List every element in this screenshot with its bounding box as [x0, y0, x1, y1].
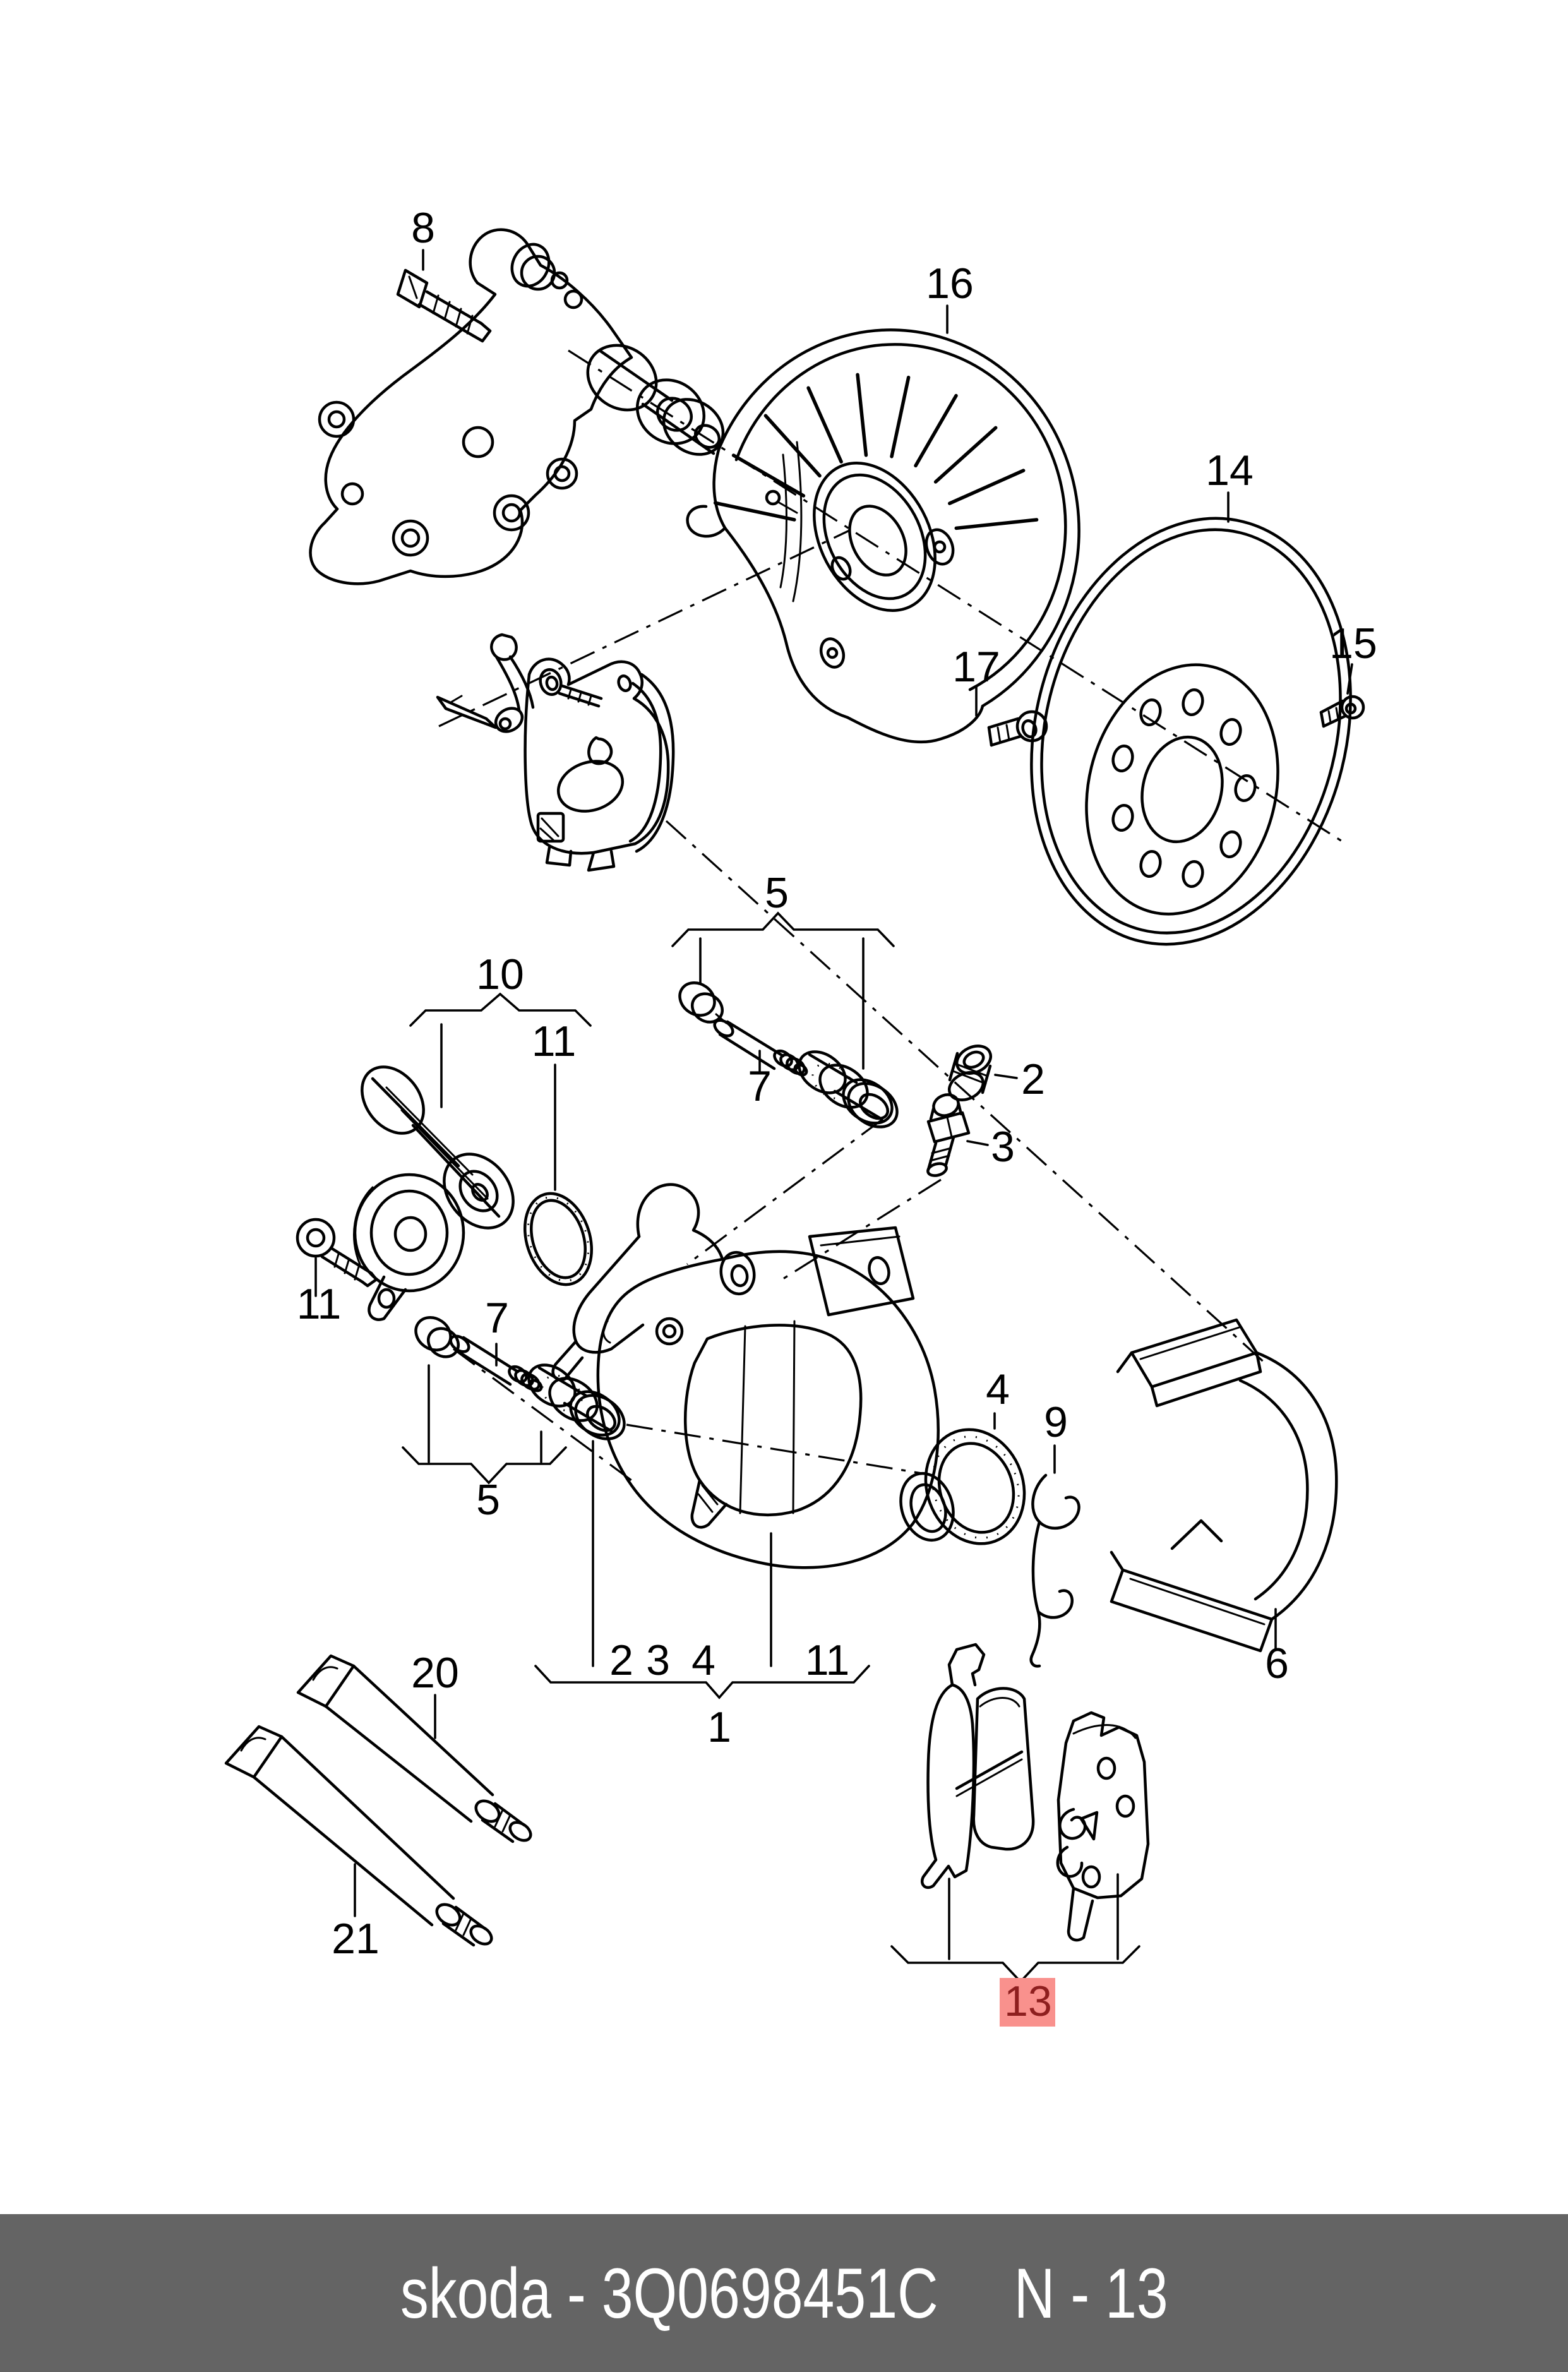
callout-13: 13 [1004, 1977, 1052, 2025]
callout-21: 21 [332, 1915, 380, 1963]
highlight-box-13 [1000, 1978, 1055, 2027]
callout-9: 9 [1044, 1398, 1068, 1446]
callout-8: 8 [411, 204, 435, 252]
callout-7-upper: 7 [748, 1062, 772, 1110]
guide-pin-cap-upper [678, 981, 727, 1024]
piston-seal-drawing [924, 1428, 1026, 1545]
callout-11-screw: 11 [297, 1280, 342, 1328]
callout-10: 10 [476, 950, 524, 998]
callout-6: 6 [1265, 1639, 1289, 1687]
shield-vent-slots [713, 373, 1039, 530]
callout-5-lower: 5 [476, 1476, 500, 1524]
callout-20: 20 [411, 1649, 459, 1697]
callout-11-group: 11 [805, 1636, 850, 1684]
callout-17: 17 [952, 643, 1000, 691]
callout-3: 3 [991, 1123, 1015, 1171]
guide-bushing-upper [798, 1050, 899, 1129]
guide-pin-upper [713, 1019, 808, 1077]
brake-disc-drawing [1030, 517, 1352, 946]
guide-pin-lower [449, 1334, 543, 1393]
callout-11-oring: 11 [532, 1017, 577, 1065]
grease-tube-21-drawing [224, 1725, 493, 1947]
grease-tube-20-drawing [296, 1654, 532, 1843]
callout-2: 2 [1021, 1055, 1045, 1103]
screw-15-drawing [1319, 695, 1365, 728]
callout-15: 15 [1329, 620, 1377, 668]
callout-14: 14 [1206, 446, 1254, 494]
brake-pads-drawing [921, 1643, 1150, 1942]
wheel-bearing-housing-drawing [309, 228, 725, 585]
caliper-carrier-drawing [1110, 1318, 1338, 1653]
motor-oring-drawing [523, 1192, 594, 1286]
motor-screw-drawing [296, 1218, 378, 1288]
callout-3-group: 3 [646, 1636, 670, 1684]
screw-17-drawing [987, 710, 1048, 747]
footer-part-number: skoda - 3Q0698451C [400, 2253, 938, 2333]
callout-7-lower: 7 [485, 1294, 509, 1342]
splash-shield-drawing [686, 328, 1080, 744]
callout-leader-lines [314, 249, 1353, 1984]
footer-page-number: N - 13 [1014, 2253, 1168, 2333]
guide-bushing-lower [527, 1363, 626, 1441]
retaining-spring-drawing [1029, 1473, 1080, 1668]
bolt-8-drawing [396, 268, 492, 343]
caliper-housing-drawing [551, 1183, 955, 1569]
caliper-assembled-drawing [436, 633, 675, 872]
assembly-axis-lines [438, 349, 1343, 1485]
actuator-motor-drawing [353, 1065, 515, 1321]
callout-4-seal: 4 [986, 1365, 1010, 1413]
callout-5-upper: 5 [765, 869, 789, 917]
callout-16: 16 [926, 260, 974, 308]
bleeder-valve-drawing [926, 1093, 971, 1177]
callout-1: 1 [707, 1703, 731, 1751]
callout-2-group: 2 [609, 1636, 633, 1684]
footer-bar: skoda - 3Q0698451C N - 13 [0, 2214, 1568, 2372]
callout-4-group: 4 [691, 1636, 715, 1684]
